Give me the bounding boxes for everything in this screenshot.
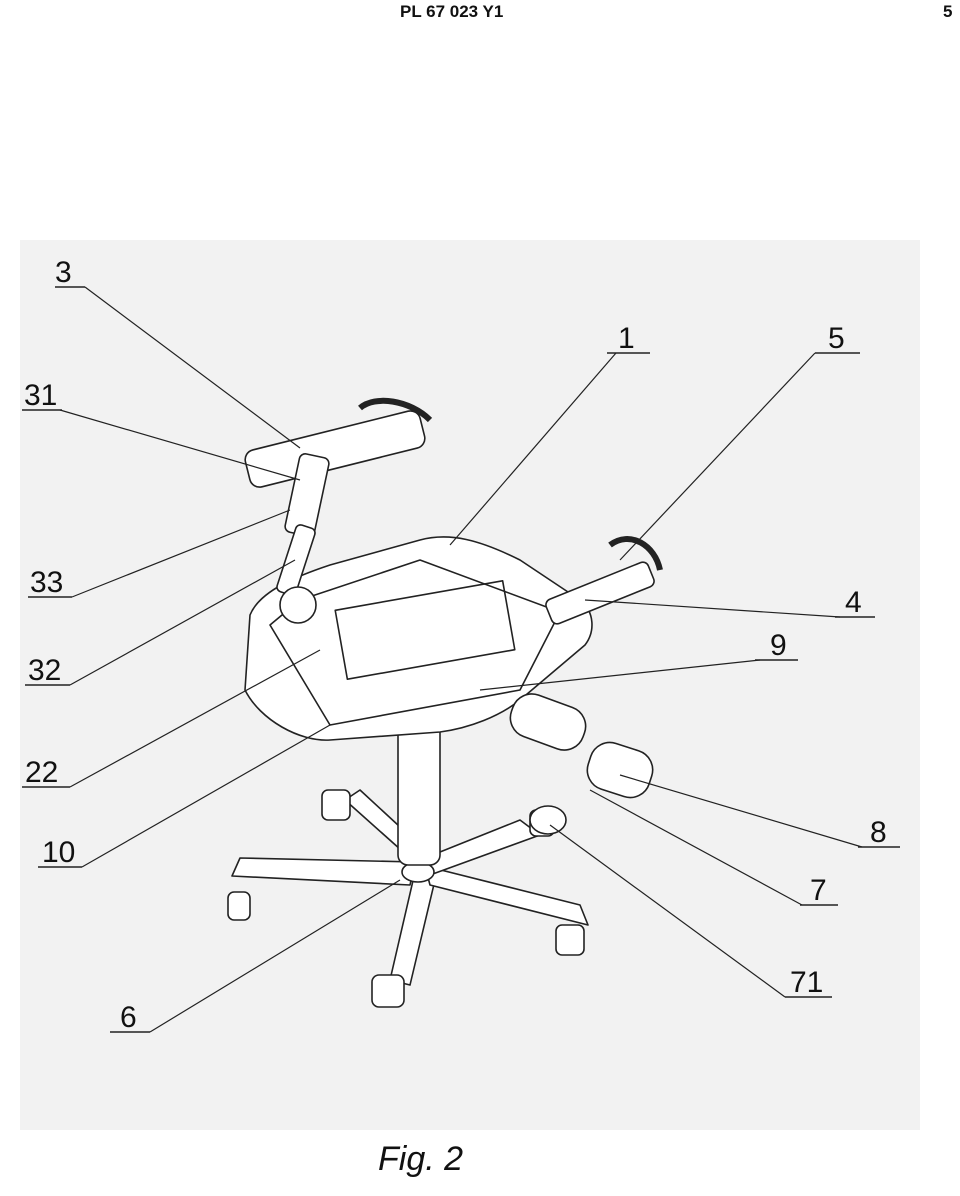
- callout-label: 32: [28, 654, 61, 687]
- document-header: PL 67 023 Y1: [400, 2, 504, 21]
- callout-label: 7: [810, 874, 827, 907]
- callout-labels: 3 31 1 5 33 4 9 32 22 8 10 7 71 6: [24, 256, 887, 1034]
- callout-label: 3: [55, 256, 72, 289]
- callout-label: 1: [618, 322, 635, 355]
- label-underlines: [22, 286, 900, 1033]
- callout-label: 10: [42, 836, 75, 869]
- callout-label: 8: [870, 816, 887, 849]
- chair-illustration: [227, 397, 663, 1008]
- figure-caption: Fig. 2: [378, 1140, 464, 1178]
- star-base: [227, 789, 589, 1008]
- callout-label: 22: [25, 756, 58, 789]
- left-armrest: [244, 397, 433, 624]
- callout-label: 6: [120, 1001, 137, 1034]
- leader-lines: [59, 286, 863, 1033]
- right-armrest: [545, 536, 663, 625]
- callout-label: 9: [770, 629, 787, 662]
- leg-rollers: [509, 693, 654, 835]
- callout-label: 4: [845, 586, 862, 619]
- callout-label: 5: [828, 322, 845, 355]
- callout-label: 31: [24, 379, 57, 412]
- page-number: 5: [943, 2, 953, 21]
- callout-label: 33: [30, 566, 63, 599]
- callout-label: 71: [790, 966, 823, 999]
